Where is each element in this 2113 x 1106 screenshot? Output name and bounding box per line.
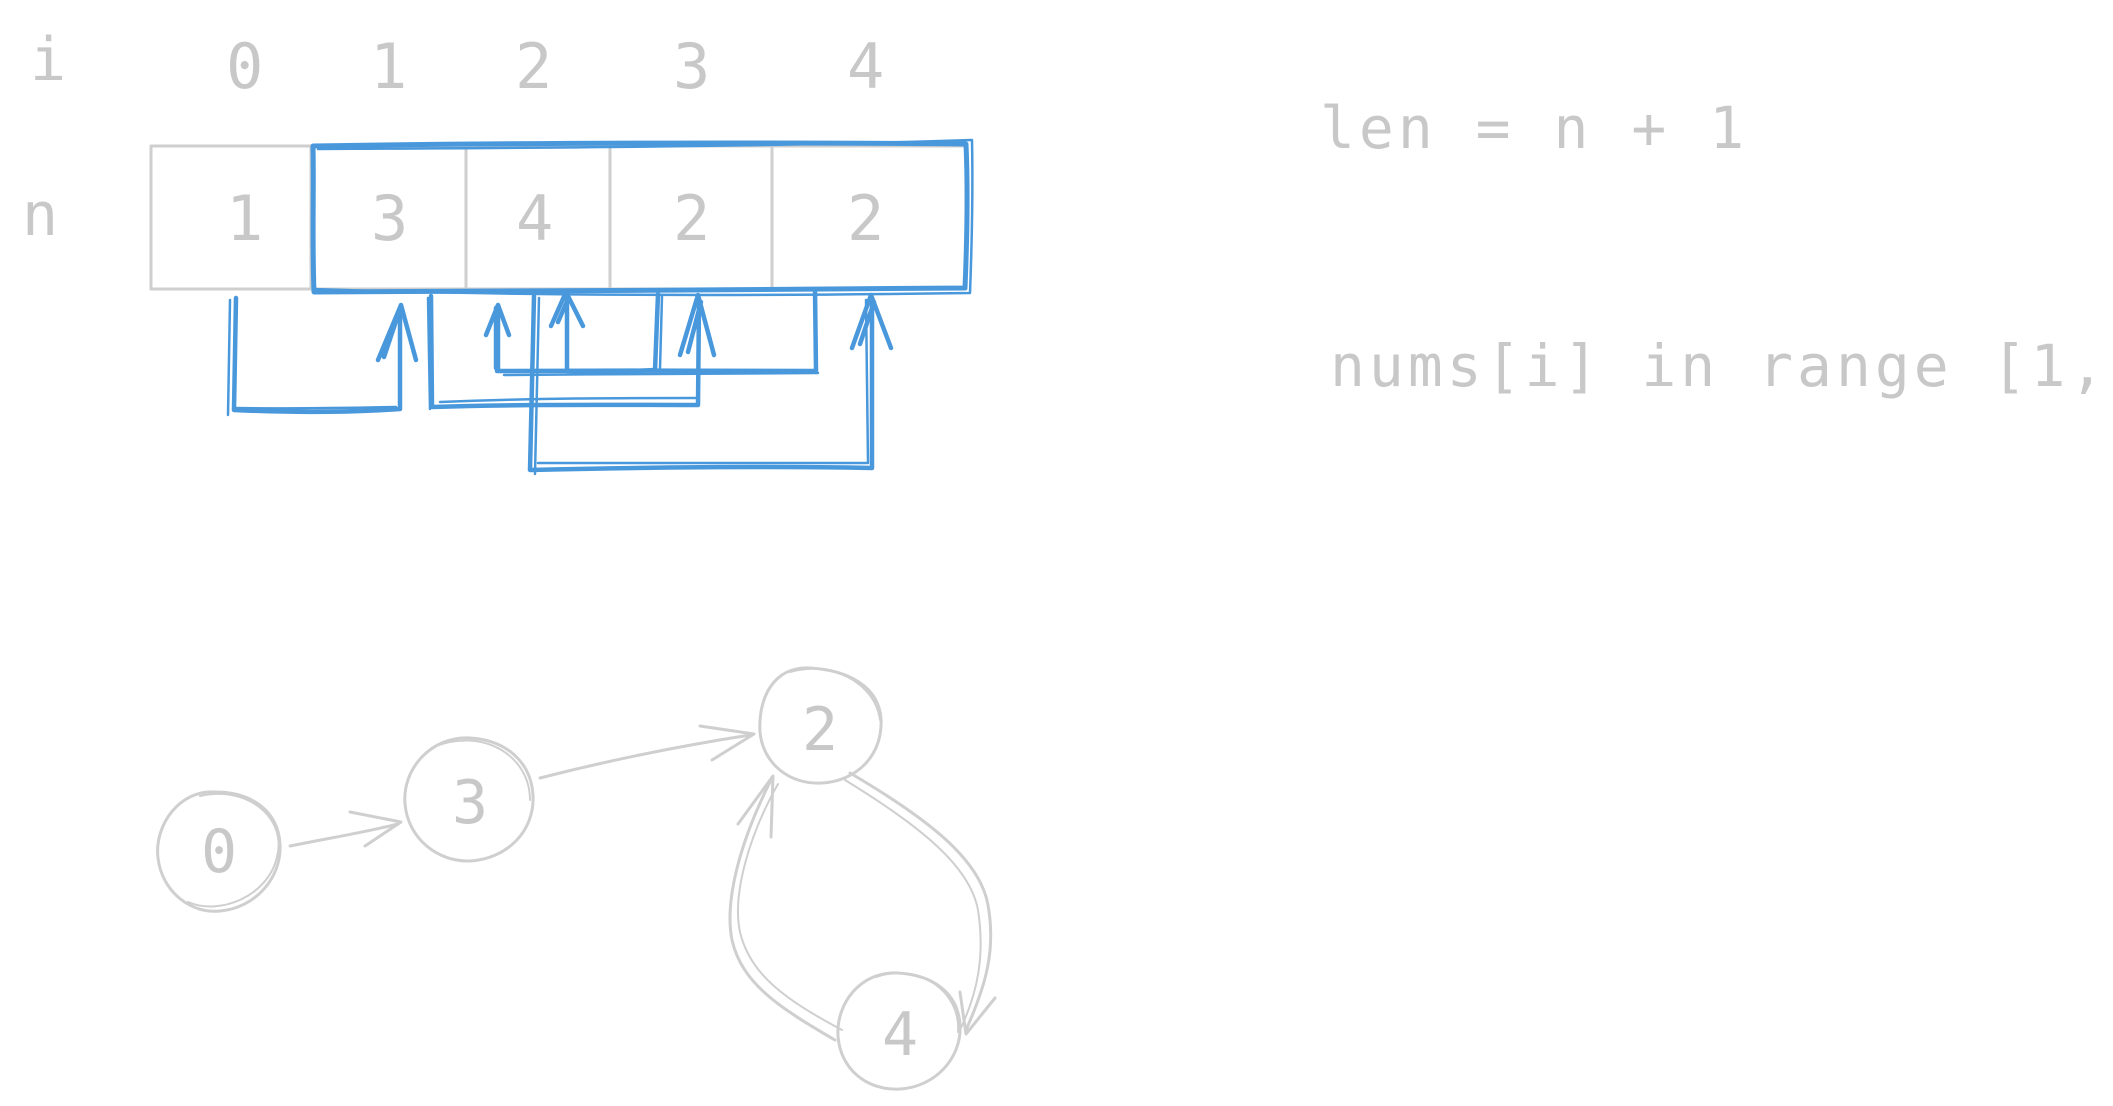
index-label: 4 bbox=[847, 30, 884, 103]
graph-edge-4-to-2 bbox=[728, 780, 837, 1042]
graph-node-sketch-stroke bbox=[789, 667, 881, 721]
graph-edge-4-to-2-sketch-stroke bbox=[737, 783, 843, 1031]
graph-edge-3-to-2 bbox=[538, 733, 752, 780]
graph-edge-arrow-head bbox=[348, 810, 403, 848]
graph-edge-2-to-4 bbox=[848, 771, 993, 1032]
index-label: 0 bbox=[226, 30, 263, 103]
index-header: 0 1 2 3 4 bbox=[226, 30, 884, 103]
arrow-index-1-to-3-sketch-stroke bbox=[426, 296, 698, 411]
array-value: 1 bbox=[226, 182, 263, 255]
index-label: 2 bbox=[515, 30, 552, 103]
graph-edge-arrow-head bbox=[958, 990, 997, 1036]
graph-node-label: 0 bbox=[201, 817, 237, 887]
index-label: 1 bbox=[370, 30, 407, 103]
graph-node-label: 4 bbox=[882, 1000, 918, 1070]
arrow-head-index-2-left bbox=[483, 302, 512, 338]
graph-node bbox=[156, 790, 282, 913]
arrow-head-index-4 bbox=[849, 292, 894, 351]
graph-edge-arrow-head bbox=[698, 724, 756, 762]
index-label: 3 bbox=[673, 30, 710, 103]
graph-node bbox=[403, 736, 535, 863]
array-value: 4 bbox=[516, 182, 553, 255]
array-value: 2 bbox=[847, 182, 884, 255]
arrow-head-index-3 bbox=[677, 292, 717, 358]
length-note: len = n + 1 bbox=[1320, 94, 1748, 162]
arrow-index-3-to-2 bbox=[564, 291, 661, 374]
graph-node-sketch-stroke bbox=[187, 793, 280, 908]
range-note: nums[i] in range [1, n] bbox=[1330, 332, 2113, 400]
number-array: 1 3 4 2 2 bbox=[149, 138, 974, 297]
value-row-label: n bbox=[22, 180, 58, 250]
graph-node-sketch-stroke bbox=[435, 739, 531, 801]
array-value: 3 bbox=[371, 182, 408, 255]
arrow-index-1-to-3 bbox=[428, 293, 702, 410]
arrow-index-0-to-1-sketch-stroke bbox=[226, 298, 398, 417]
arrow-index-0-to-1 bbox=[231, 295, 403, 415]
arrow-head-index-2-right bbox=[548, 289, 586, 329]
arrow-index-4-to-2 bbox=[493, 287, 819, 374]
arrow-index-2-to-4 bbox=[527, 293, 875, 473]
graph-edge-0-to-3 bbox=[288, 822, 400, 848]
arrow-index-3-to-2-sketch-stroke bbox=[658, 294, 664, 371]
cycle-graph: 0 3 2 4 bbox=[156, 666, 997, 1091]
graph-node bbox=[758, 666, 883, 785]
highlighted-subarray-sketch-stroke bbox=[311, 138, 974, 297]
index-row-label: i bbox=[30, 25, 66, 95]
graph-node-label: 2 bbox=[802, 695, 838, 765]
pointer-arrows bbox=[226, 287, 894, 476]
array-value: 2 bbox=[673, 182, 710, 255]
graph-node bbox=[836, 971, 962, 1091]
graph-node-sketch-stroke bbox=[875, 972, 960, 1033]
graph-edge-arrow-head bbox=[736, 774, 775, 839]
arrow-index-4-to-2-sketch-stroke bbox=[497, 303, 820, 377]
highlighted-subarray bbox=[310, 140, 970, 295]
graph-node-label: 3 bbox=[452, 768, 488, 838]
arrow-index-2-to-4-sketch-stroke bbox=[533, 296, 870, 476]
arrow-head-index-1 bbox=[375, 302, 419, 363]
graph-edge-2-to-4-sketch-stroke bbox=[844, 779, 982, 1031]
